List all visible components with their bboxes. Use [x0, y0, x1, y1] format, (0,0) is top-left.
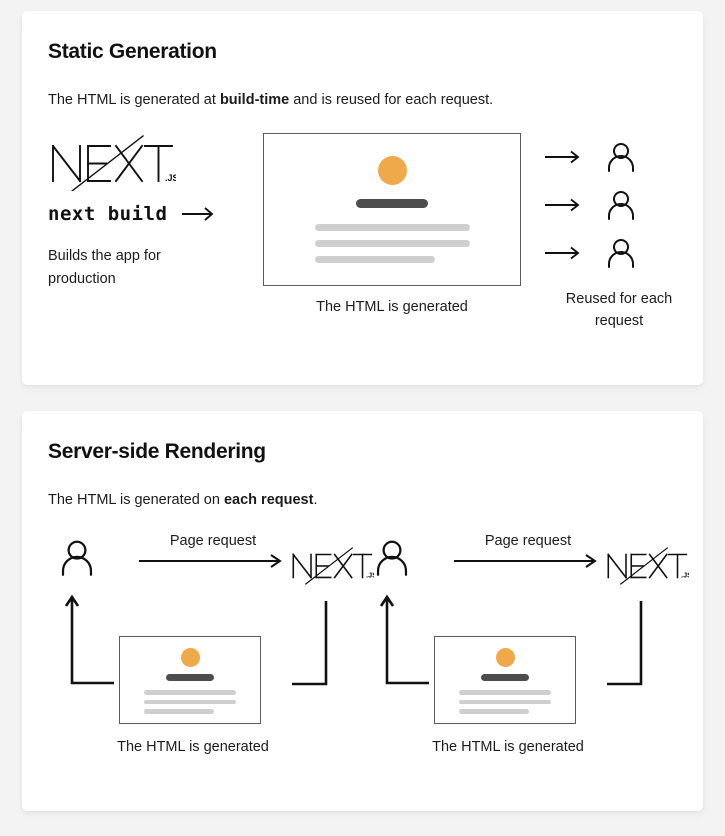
build-command-caption: Builds the app for production: [48, 248, 161, 288]
page-title: Server-side Rendering: [48, 440, 266, 463]
consumers-column: Reused for each request: [544, 133, 724, 333]
nextjs-logo-suffix: .JS: [165, 173, 176, 183]
description-prefix: The HTML is generated on: [48, 492, 224, 509]
build-command-text: next build: [48, 203, 168, 226]
ssr-diagram: Page request: [48, 531, 689, 783]
mock-text-line: [459, 709, 529, 714]
card-description: The HTML is generated at build-time and …: [48, 90, 677, 111]
response-connector-right: [292, 601, 328, 686]
user-icon: [608, 239, 634, 269]
build-column: .JS next build Builds the app for produc…: [48, 133, 248, 291]
page-request-arrow-group: Page request: [123, 533, 303, 574]
description-suffix: and is reused for each request.: [289, 92, 494, 109]
response-connector-right: [607, 601, 643, 686]
nextjs-logo-suffix: .JS: [681, 571, 689, 580]
mock-text-line: [144, 690, 236, 695]
nextjs-logo-icon: .JS: [51, 135, 176, 192]
page-request-label: Page request: [169, 533, 257, 550]
generated-page-caption: The HTML is generated: [117, 739, 269, 756]
response-connector-left: [379, 594, 429, 685]
mock-text-line: [314, 240, 470, 248]
arrow-right-icon: [545, 150, 580, 164]
mock-text-lines: [459, 690, 551, 714]
description-suffix: .: [313, 492, 318, 509]
mock-avatar-circle: [495, 648, 515, 668]
generated-page-mock: [434, 636, 576, 725]
mock-text-line: [144, 699, 236, 705]
mock-heading-bar: [166, 674, 214, 682]
consumer-row: [544, 133, 724, 181]
mock-avatar-circle: [377, 156, 407, 186]
nextjs-logo-icon: .JS: [607, 547, 689, 586]
arrow-right-icon: [545, 246, 580, 260]
generated-page-caption: The HTML is generated: [432, 739, 584, 756]
arrow-right-icon: [545, 198, 580, 212]
user-icon: [608, 191, 634, 221]
generated-page-caption: The HTML is generated: [316, 299, 468, 316]
mock-text-line: [314, 256, 436, 264]
description-prefix: The HTML is generated at: [48, 92, 220, 109]
mock-text-line: [459, 699, 551, 705]
arrow-right-icon: [454, 554, 597, 569]
arrow-right-icon: [139, 554, 282, 569]
mock-text-line: [144, 709, 214, 714]
build-command-row: next build: [48, 203, 248, 225]
mock-text-line: [459, 690, 551, 695]
card-static-generation: Static Generation The HTML is generated …: [22, 11, 703, 385]
generated-page-mock: [263, 133, 521, 287]
static-generation-diagram: .JS next build Builds the app for produc…: [48, 133, 677, 363]
page-title: Static Generation: [48, 40, 217, 63]
ssr-flow: Page request: [363, 531, 689, 783]
generated-page-mock: [119, 636, 261, 725]
description-emphasis: build-time: [219, 92, 290, 109]
mock-text-line: [314, 224, 470, 232]
mock-text-lines: [314, 224, 470, 264]
page-request-arrow-group: Page request: [438, 533, 618, 574]
card-server-side-rendering: Server-side Rendering The HTML is genera…: [22, 411, 703, 811]
mock-heading-bar: [481, 674, 529, 682]
card-description: The HTML is generated on each request.: [48, 490, 677, 511]
response-connector-left: [64, 594, 114, 685]
arrow-right-icon: [182, 207, 214, 221]
consumer-row: [544, 229, 724, 277]
description-emphasis: each request: [223, 492, 314, 509]
user-icon: [608, 143, 634, 173]
user-icon: [61, 540, 93, 577]
mock-heading-bar: [356, 199, 428, 209]
page-request-label: Page request: [484, 533, 572, 550]
mock-avatar-circle: [180, 648, 200, 668]
user-icon: [376, 540, 408, 577]
mock-text-lines: [144, 690, 236, 714]
nextjs-logo-suffix: .JS: [366, 571, 374, 580]
consumer-row: [544, 181, 724, 229]
ssr-flow: Page request: [48, 531, 374, 783]
nextjs-logo-icon: .JS: [292, 547, 374, 586]
consumers-caption: Reused for each request: [565, 291, 673, 329]
